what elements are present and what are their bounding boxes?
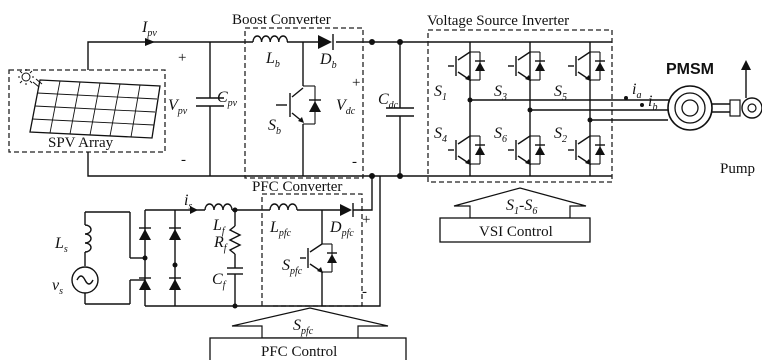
ls-label: Ls (54, 235, 68, 255)
vsi-box (427, 29, 613, 183)
boost-converter: Boost Converter Lb Db Sb + Vdc - (232, 12, 364, 179)
vpv-plus: + (178, 50, 186, 66)
diode-bridge-rectifier (129, 209, 181, 307)
ipv-label: Ipv (141, 19, 157, 39)
vdc-plus: + (352, 75, 360, 91)
pfc-control-label: PFC Control (261, 344, 337, 360)
s6-switch-icon (508, 135, 545, 165)
vsi-control-label: VSI Control (479, 224, 553, 240)
lb-inductor-icon (252, 35, 289, 43)
spfc-signal-label: Spfc (293, 317, 314, 337)
boost-converter-box (244, 27, 364, 179)
vpv-minus: - (181, 152, 186, 168)
sb-label: Sb (268, 117, 281, 137)
input-filter: is Lf Rf Cf (175, 192, 270, 309)
vsi-control-box (439, 217, 591, 243)
sun-icon (18, 69, 43, 88)
solar-panel-icon (29, 79, 161, 139)
rf-resistor-icon (228, 225, 242, 255)
pfc-control: Spfc PFC Control (209, 307, 407, 360)
s1-s6-signal-label: S1-S6 (506, 197, 537, 217)
s3-label: S3 (494, 83, 507, 103)
rectifier-diode-icon (169, 227, 181, 240)
dc-bus-wires (87, 39, 612, 179)
pfc-converter: PFC Converter Lpfc Dpfc + Spfc - (252, 176, 381, 307)
pmsm-label: PMSM (666, 61, 714, 78)
db-diode-icon (318, 34, 334, 50)
pfc-converter-title: PFC Converter (252, 179, 342, 195)
db-label: Db (319, 51, 337, 71)
s5-switch-icon (568, 51, 605, 81)
lb-label: Lb (265, 50, 280, 70)
rectifier-diode-icon (139, 277, 151, 290)
spv-array-box (8, 69, 166, 153)
s4-switch-icon (448, 135, 485, 165)
cf-label: Cf (212, 271, 227, 291)
dpfc-label: Dpfc (329, 219, 354, 239)
pmsm-motor: ia ib PMSM (620, 61, 730, 131)
vsi-control: S1-S6 VSI Control (439, 187, 591, 243)
ls-inductor-icon (84, 224, 92, 253)
pfc-plus: + (362, 212, 370, 228)
lf-inductor-icon (204, 203, 233, 211)
pump-icon (729, 60, 762, 119)
ac-source: Ls vs (52, 211, 130, 305)
spfc-switch-icon (300, 243, 337, 273)
rf-label: Rf (213, 234, 228, 254)
s4-label: S4 (434, 125, 447, 145)
s1-switch-icon (448, 51, 485, 81)
s2-switch-icon (568, 135, 605, 165)
motor-icon (667, 85, 730, 131)
is-label: is (184, 192, 192, 212)
sb-switch-icon (276, 85, 321, 125)
vdc-minus: - (352, 154, 357, 170)
lpfc-label: Lpfc (269, 219, 292, 239)
vs-label: vs (52, 277, 63, 297)
ib-label: ib (648, 93, 657, 113)
ipv-arrow: Ipv (141, 19, 157, 46)
rectifier-diode-icon (169, 277, 181, 290)
s5-label: S5 (554, 83, 567, 103)
lpfc-inductor-icon (269, 203, 298, 211)
spfc-label: Spfc (282, 257, 303, 277)
s3-switch-icon (508, 51, 545, 81)
pump-label: Pump (720, 161, 755, 177)
vpv-label: Vpv (168, 97, 188, 117)
s6-label: S6 (494, 125, 507, 145)
s2-label: S2 (554, 125, 567, 145)
vsi-title: Voltage Source Inverter (427, 13, 569, 29)
ia-label: ia (632, 81, 641, 101)
cdc-label: Cdc (378, 91, 399, 111)
cpv-label: Cpv (217, 89, 238, 109)
pfc-minus: - (362, 284, 367, 300)
voltage-source-inverter: Voltage Source Inverter (427, 13, 668, 183)
spv-array: SPV Array (8, 69, 166, 153)
ac-voltage-source-icon (71, 266, 99, 294)
vdc-label: Vdc (336, 97, 356, 117)
dpfc-diode-icon (340, 203, 354, 217)
lf-label: Lf (212, 217, 226, 237)
pfc-converter-box (261, 193, 363, 307)
spv-array-label: SPV Array (48, 135, 114, 151)
rectifier-diode-icon (139, 227, 151, 240)
pfc-control-box (209, 337, 407, 360)
s1-label: S1 (434, 83, 447, 103)
boost-converter-title: Boost Converter (232, 12, 331, 28)
